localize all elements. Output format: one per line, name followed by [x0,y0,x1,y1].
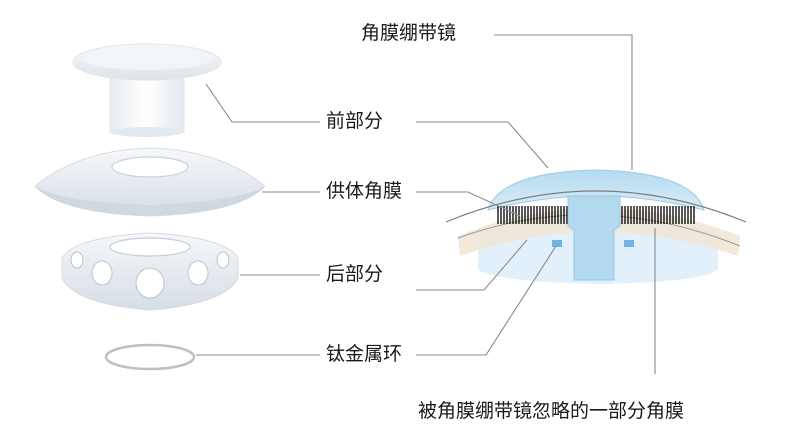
label-ignored-cornea: 被角膜绷带镜忽略的一部分角膜 [418,400,685,422]
front-part-component [72,43,222,137]
cross-section-left-comb [497,206,568,224]
label-back-part: 后部分 [326,263,384,285]
leader-line-front-part-right [416,121,549,169]
back-part-hole [135,267,165,299]
back-part-hole [70,251,84,269]
label-bandage-lens: 角膜绷带镜 [361,22,457,44]
donor-cornea-rim [35,186,265,216]
donor-cornea-component [34,147,266,217]
cross-section-ring-marker [624,240,634,247]
back-part-top-opening [109,237,191,257]
cross-section-right-comb [621,206,695,224]
leader-line-titanium-ring-right [416,245,557,356]
cross-section [445,169,747,284]
back-part-hole [216,251,230,269]
cross-section-optic [567,195,621,281]
leader-line-bandage-lens [494,34,633,170]
front-part-stem [109,73,185,133]
back-part-component [61,232,239,311]
back-part-hole [187,260,209,286]
label-donor-cornea: 供体角膜 [326,180,403,202]
label-front-part: 前部分 [326,110,384,132]
leader-line-back-part-right [416,239,528,291]
front-part-cap-top [81,46,213,70]
cross-section-bandage-lens [487,169,705,211]
leader-line-donor-cornea-right [416,191,521,217]
leader-line-front-part [205,83,320,123]
cross-section-ring-marker [552,240,562,247]
front-part-stem-bottom [110,127,184,137]
donor-cornea-hole [111,156,189,178]
label-titanium-ring: 钛金属环 [326,343,403,365]
cross-section-outer-curve [445,190,747,223]
back-part-hole [91,260,113,286]
titanium-ring [104,343,196,371]
